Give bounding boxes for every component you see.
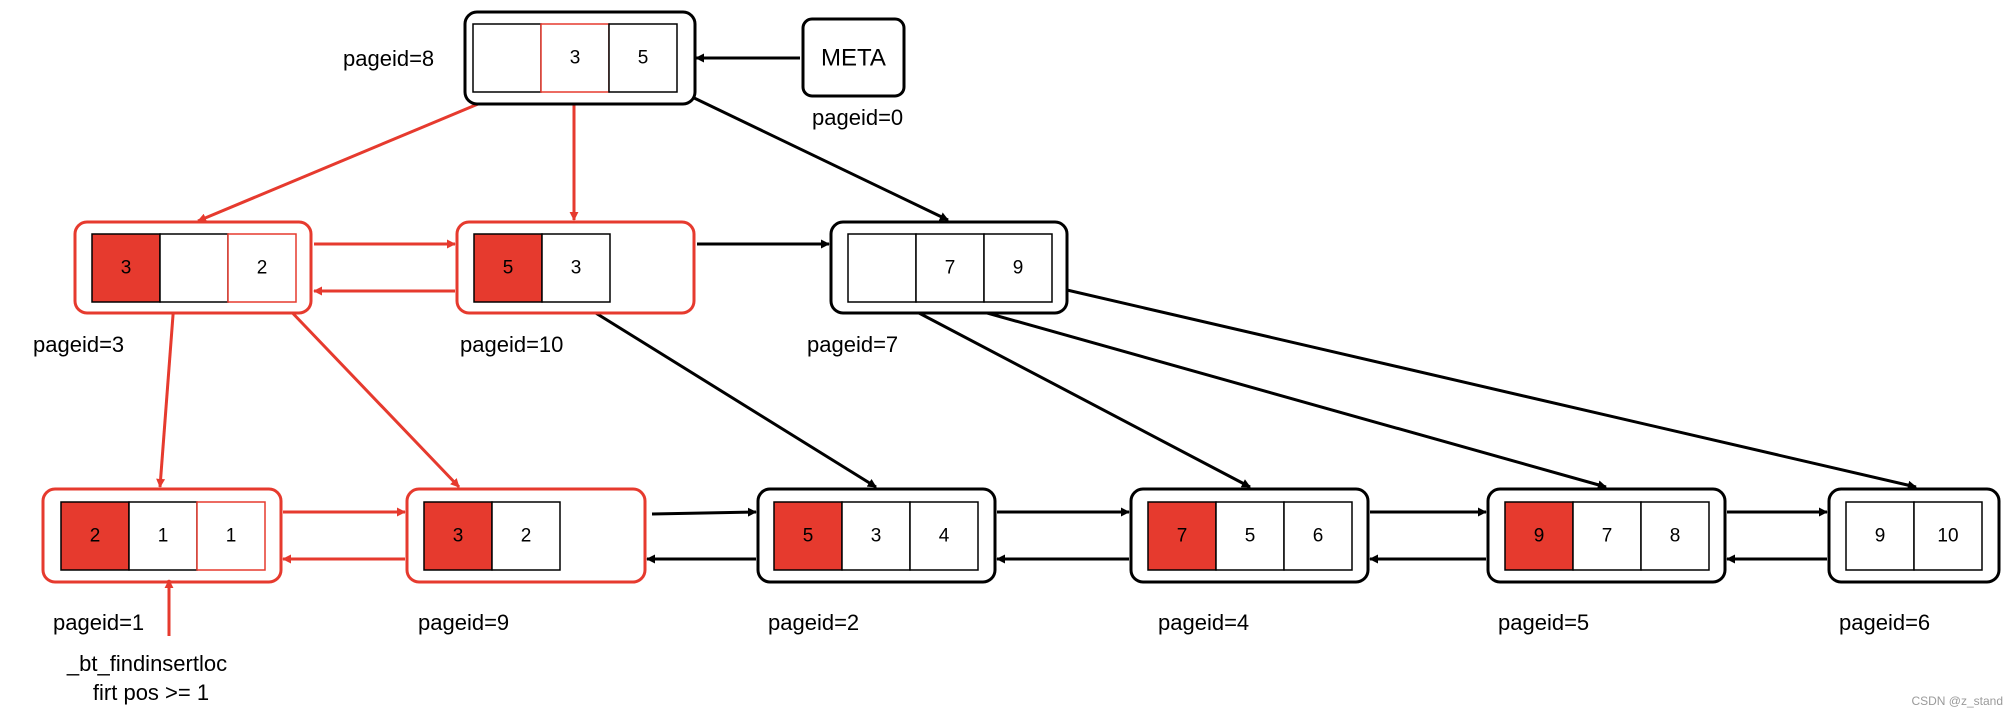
edge-3-to-9 xyxy=(280,300,461,489)
edge-8-to-3 xyxy=(197,92,503,223)
edge-3-to-1 xyxy=(156,301,176,488)
page-6-pageid-label: pageid=6 xyxy=(1839,610,1930,635)
page-4: 7 5 6 pageid=4 xyxy=(1129,487,1370,635)
page-6-cell-1 xyxy=(1913,501,1983,571)
page-10-pageid-label: pageid=10 xyxy=(460,332,563,357)
page-3-cell-2-value: 2 xyxy=(257,258,268,279)
page-3-pageid-label: pageid=3 xyxy=(33,332,124,357)
page-9-cell-1-value: 2 xyxy=(521,526,532,547)
page-1-pageid-label: pageid=1 xyxy=(53,610,144,635)
page-4-cell-1-value: 5 xyxy=(1245,526,1256,547)
page-3: 3 2 pageid=3 xyxy=(33,220,313,357)
page-4-cell-0-value: 7 xyxy=(1177,526,1188,547)
edge-7-to-5 xyxy=(947,300,1607,490)
page-10-cell-0 xyxy=(473,233,543,303)
page-5-cell-2 xyxy=(1640,501,1710,571)
page-2: 5 3 4 pageid=2 xyxy=(756,487,997,635)
annotation-line-1: _bt_findinsertloc xyxy=(66,651,227,676)
page-2-cell-1 xyxy=(841,501,911,571)
page-2-pageid-label: pageid=2 xyxy=(768,610,859,635)
page-5-pageid-label: pageid=5 xyxy=(1498,610,1589,635)
page-8: 3 5 pageid=8 xyxy=(343,10,697,106)
page-8-cell-1-value: 3 xyxy=(570,48,581,69)
meta-pageid-label: pageid=0 xyxy=(812,105,903,130)
page-4-cell-2-value: 6 xyxy=(1313,526,1324,547)
page-8-pageid-label: pageid=8 xyxy=(343,46,434,71)
page-10-cell-1-value: 3 xyxy=(571,258,582,279)
page-2-cell-0-value: 5 xyxy=(803,526,814,547)
page-5: 9 7 8 pageid=5 xyxy=(1486,487,1727,635)
page-5-cell-1 xyxy=(1572,501,1642,571)
page-7-cell-2-value: 9 xyxy=(1013,258,1024,279)
findinsertloc-annotation: _bt_findinsertloc firt pos >= 1 xyxy=(66,579,227,705)
page-1-cell-2 xyxy=(196,501,266,571)
pages: 3 5 pageid=8 3 2 pageid=3 5 3 pageid=10 7 9 pageid=… xyxy=(33,10,2001,635)
edges xyxy=(156,53,1917,564)
page-9-cell-0 xyxy=(423,501,493,571)
page-5-cell-2-value: 8 xyxy=(1670,526,1681,547)
page-7-pageid-label: pageid=7 xyxy=(807,332,898,357)
page-6-cell-0-value: 9 xyxy=(1875,526,1886,547)
page-2-cell-2-value: 4 xyxy=(939,526,950,547)
edge-9-to-2 xyxy=(651,507,757,517)
page-7: 7 9 pageid=7 xyxy=(807,220,1069,357)
page-4-pageid-label: pageid=4 xyxy=(1158,610,1249,635)
page-4-cell-2 xyxy=(1283,501,1353,571)
page-2-cell-1-value: 3 xyxy=(871,526,882,547)
page-9: 3 2 pageid=9 xyxy=(405,487,647,635)
watermark: CSDN @z_stand xyxy=(1911,694,2003,708)
page-8-cell-0 xyxy=(472,23,542,93)
page-3-cell-0 xyxy=(91,233,161,303)
page-8-cell-2 xyxy=(608,23,678,93)
page-5-cell-0-value: 9 xyxy=(1534,526,1545,547)
page-10: 5 3 pageid=10 xyxy=(455,220,696,357)
meta-page: META pageid=0 xyxy=(801,17,906,130)
page-1-cell-1-value: 1 xyxy=(158,526,169,547)
page-1-cell-0-value: 2 xyxy=(90,526,101,547)
page-9-cell-1 xyxy=(491,501,561,571)
edge-7-to-6 xyxy=(1053,285,1917,490)
edge-10-to-2 xyxy=(577,300,877,489)
page-3-cell-0-value: 3 xyxy=(121,258,132,279)
page-10-cell-1 xyxy=(541,233,611,303)
page-9-pageid-label: pageid=9 xyxy=(418,610,509,635)
page-10-cell-0-value: 5 xyxy=(503,258,514,279)
page-2-cell-2 xyxy=(909,501,979,571)
page-3-cell-2 xyxy=(227,233,297,303)
page-1-cell-2-value: 1 xyxy=(226,526,237,547)
page-5-cell-0 xyxy=(1504,501,1574,571)
page-8-cell-1 xyxy=(540,23,610,93)
page-3-cell-1 xyxy=(159,233,229,303)
edge-7-to-4 xyxy=(897,300,1251,489)
annotation-line-2: firt pos >= 1 xyxy=(93,680,209,705)
page-4-cell-1 xyxy=(1215,501,1285,571)
page-7-cell-2 xyxy=(983,233,1053,303)
page-4-cell-0 xyxy=(1147,501,1217,571)
page-9-cell-0-value: 3 xyxy=(453,526,464,547)
page-1: 2 1 1 pageid=1 xyxy=(41,487,283,635)
page-6-cell-1-value: 10 xyxy=(1937,526,1958,547)
page-6: 9 10 pageid=6 xyxy=(1827,487,2001,635)
page-8-cell-2-value: 5 xyxy=(638,48,649,69)
page-7-cell-0 xyxy=(847,233,917,303)
meta-box xyxy=(801,17,906,98)
meta-label: META xyxy=(821,45,886,72)
page-5-cell-1-value: 7 xyxy=(1602,526,1613,547)
edge-8-to-7 xyxy=(689,94,949,222)
page-1-cell-1 xyxy=(128,501,198,571)
page-7-cell-1-value: 7 xyxy=(945,258,956,279)
